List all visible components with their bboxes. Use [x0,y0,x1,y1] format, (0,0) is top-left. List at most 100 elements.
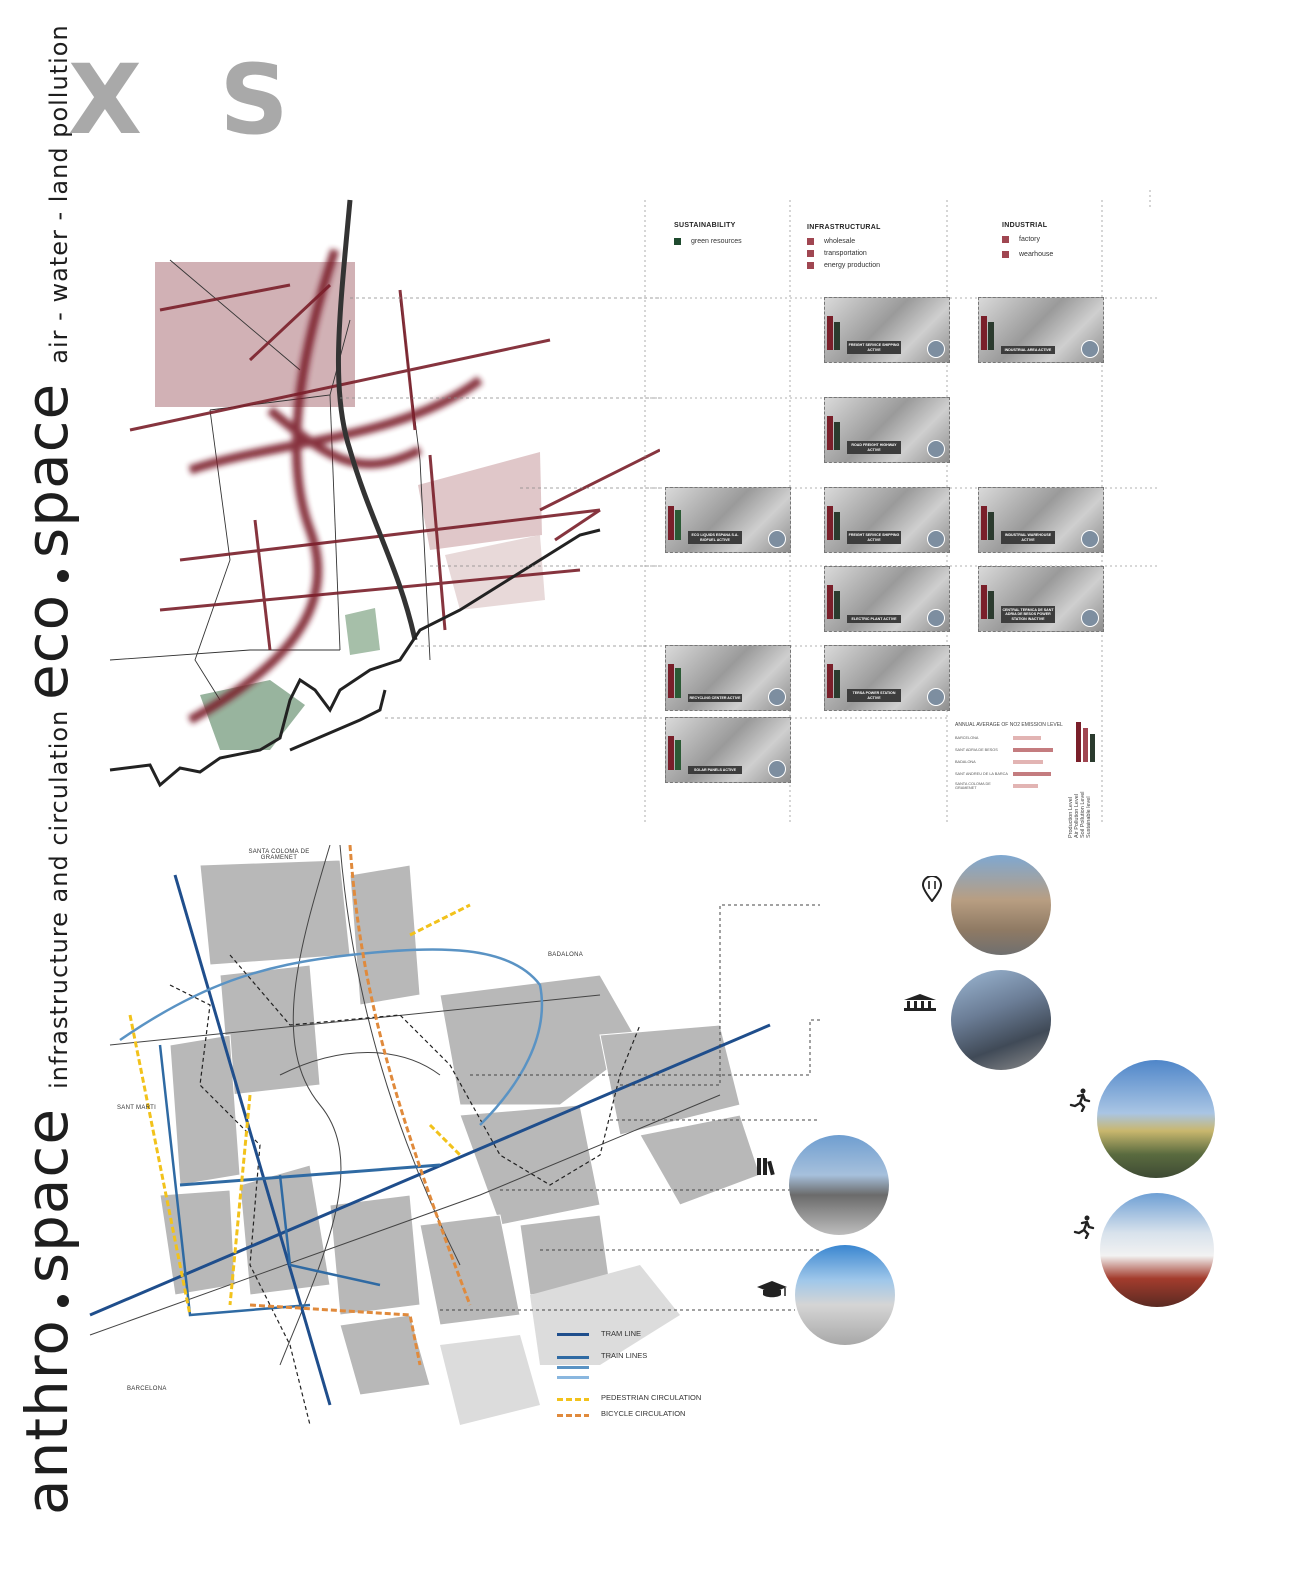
legend-label: green resources [691,237,742,245]
site-card-label: ROAD FREIGHT HIGHWAY ACTIVE [847,441,901,454]
no2-row: BARCELONA [955,732,1065,744]
site-card-label: TERSA POWER STATION ACTIVE [847,689,901,702]
legend-pedestrian-swatch [557,1398,589,1401]
legend-train-swatch [557,1376,589,1379]
site-card-label: ECO LIQUIDS ESPANA S.A. BIOFUEL ACTIVE [688,531,742,544]
no2-scale-labels: Production Level Air Pollution Level Soi… [1068,792,1092,838]
bicycle-path [348,845,472,1306]
photo-museum[interactable] [951,970,1051,1070]
no2-row: SANT ANDREU DE LA BARCA [955,768,1065,780]
photo-restaurant[interactable] [951,855,1051,955]
no2-row: BADALONA [955,756,1065,768]
site-photo-icon [927,440,945,458]
map-label-badalona: BADALONA [548,952,584,958]
bullet-icon [56,569,69,582]
site-photo-icon [768,530,786,548]
bullet-icon [56,1295,69,1308]
legend-label: energy production [824,261,881,269]
legend-infrastructural: INFRASTRUCTURAL wholesale transportation… [807,224,881,271]
site-card[interactable]: CENTRAL TERMICA DE SANT ADRIA DE BESOS P… [978,566,1104,632]
legend-label: transportation [824,249,867,257]
anthro-word: anthro [13,1319,81,1515]
museum-icon [903,993,937,1015]
site-card-label: INDUSTRIAL AREA ACTIVE [1001,345,1055,354]
legend-tram-swatch [557,1333,589,1336]
legend-bicycle-swatch [557,1414,589,1417]
site-card[interactable]: RECYCLING CENTER ACTIVE [665,645,791,711]
site-photo-icon [927,688,945,706]
legend-bicycle-label: BICYCLE CIRCULATION [601,1409,686,1418]
industrial-zone [445,535,545,610]
site-card-label: FREIGHT SERVICE SHIPPING ACTIVE [847,341,901,354]
no2-row-label: SANT ANDREU DE LA BARCA [955,772,1008,776]
space-word: space [13,1107,81,1284]
site-photo-icon [768,688,786,706]
legend-label: wearhouse [1019,250,1054,258]
no2-chart: ANNUAL AVERAGE OF NO2 EMISSION LEVEL BAR… [955,722,1065,792]
running-icon [1073,1215,1095,1243]
legend-swatch [1002,250,1009,258]
no2-bar [1013,784,1038,788]
site-photo-icon [927,609,945,627]
site-card[interactable]: ELECTRIC PLANT ACTIVE [824,566,950,632]
site-photo-icon [1081,530,1099,548]
no2-bar [1013,736,1041,740]
site-card[interactable]: INDUSTRIAL WAREHOUSE ACTIVE [978,487,1104,553]
legend-train-swatch [557,1356,589,1359]
photo-sports-center[interactable] [1100,1193,1214,1307]
map-label-santa-coloma: SANTA COLOMA DE GRAMENET [248,849,310,861]
legend-sustainability: SUSTAINABILITY green resources [674,222,742,247]
site-card[interactable]: ECO LIQUIDS ESPANA S.A. BIOFUEL ACTIVE [665,487,791,553]
no2-row-label: SANTA COLOMA DE GRAMENET [955,782,991,790]
railway-line [335,199,418,641]
site-photo-icon [927,340,945,358]
no2-bar [1013,772,1051,776]
site-photo-icon [1081,340,1099,358]
legend-label: factory [1019,235,1041,243]
legend-swatch [807,249,814,257]
no2-row: SANT ADRIA DE BESOS [955,744,1065,756]
photo-library[interactable] [789,1135,889,1235]
site-card-label: FREIGHT SERVICE SHIPPING ACTIVE [847,531,901,544]
legend-pedestrian-label: PEDESTRIAN CIRCULATION [601,1393,702,1402]
no2-title: ANNUAL AVERAGE OF NO2 EMISSION LEVEL [955,722,1063,728]
legend-swatch [807,261,814,269]
map-label-sant-marti: SANT MARTI [117,1105,157,1111]
legend-swatch [807,237,814,245]
circulation-map [89,845,820,1426]
site-photo-icon [927,530,945,548]
site-card[interactable]: ROAD FREIGHT HIGHWAY ACTIVE [824,397,950,463]
legend-swatch [674,237,681,245]
site-card[interactable]: TERSA POWER STATION ACTIVE [824,645,950,711]
site-card-label: SOLAR PANELS ACTIVE [688,765,742,774]
running-icon [1069,1088,1091,1116]
tram-line [173,874,332,1406]
train-line [179,1163,441,1187]
legend-train-label: TRAIN LINES [601,1351,648,1360]
scale-label: Sustainable level [1086,796,1092,838]
eco-word: eco [13,593,81,700]
no2-row-label: SANT ADRIA DE BESOS [955,748,998,752]
legend-title: INFRASTRUCTURAL [807,224,881,231]
site-card[interactable]: SOLAR PANELS ACTIVE [665,717,791,783]
photo-university[interactable] [795,1245,895,1345]
train-line [119,948,544,1126]
books-icon [756,1156,778,1180]
anthro-space-title: anthrospace infrastructure and circulati… [13,710,81,1515]
site-photo-icon [768,760,786,778]
photo-sports-park[interactable] [1097,1060,1215,1178]
pedestrian-path [128,1014,192,1316]
legend-title: INDUSTRIAL [1002,222,1048,229]
site-card[interactable]: INDUSTRIAL AREA ACTIVE [978,297,1104,363]
logo: X S [68,44,311,156]
legend-industrial: INDUSTRIAL factory wearhouse [1002,222,1053,260]
site-card-label: RECYCLING CENTER ACTIVE [688,693,742,702]
legend-swatch [1002,235,1009,243]
site-card[interactable]: FREIGHT SERVICE SHIPPING ACTIVE [824,297,950,363]
pin-fork-knife-icon [921,875,943,906]
site-card-label: CENTRAL TERMICA DE SANT ADRIA DE BESOS P… [1001,605,1055,623]
legend-train-swatch [557,1366,589,1369]
legend-title: SUSTAINABILITY [674,222,736,229]
site-card[interactable]: FREIGHT SERVICE SHIPPING ACTIVE [824,487,950,553]
eco-subtitle: air - water - land pollution [45,24,73,364]
